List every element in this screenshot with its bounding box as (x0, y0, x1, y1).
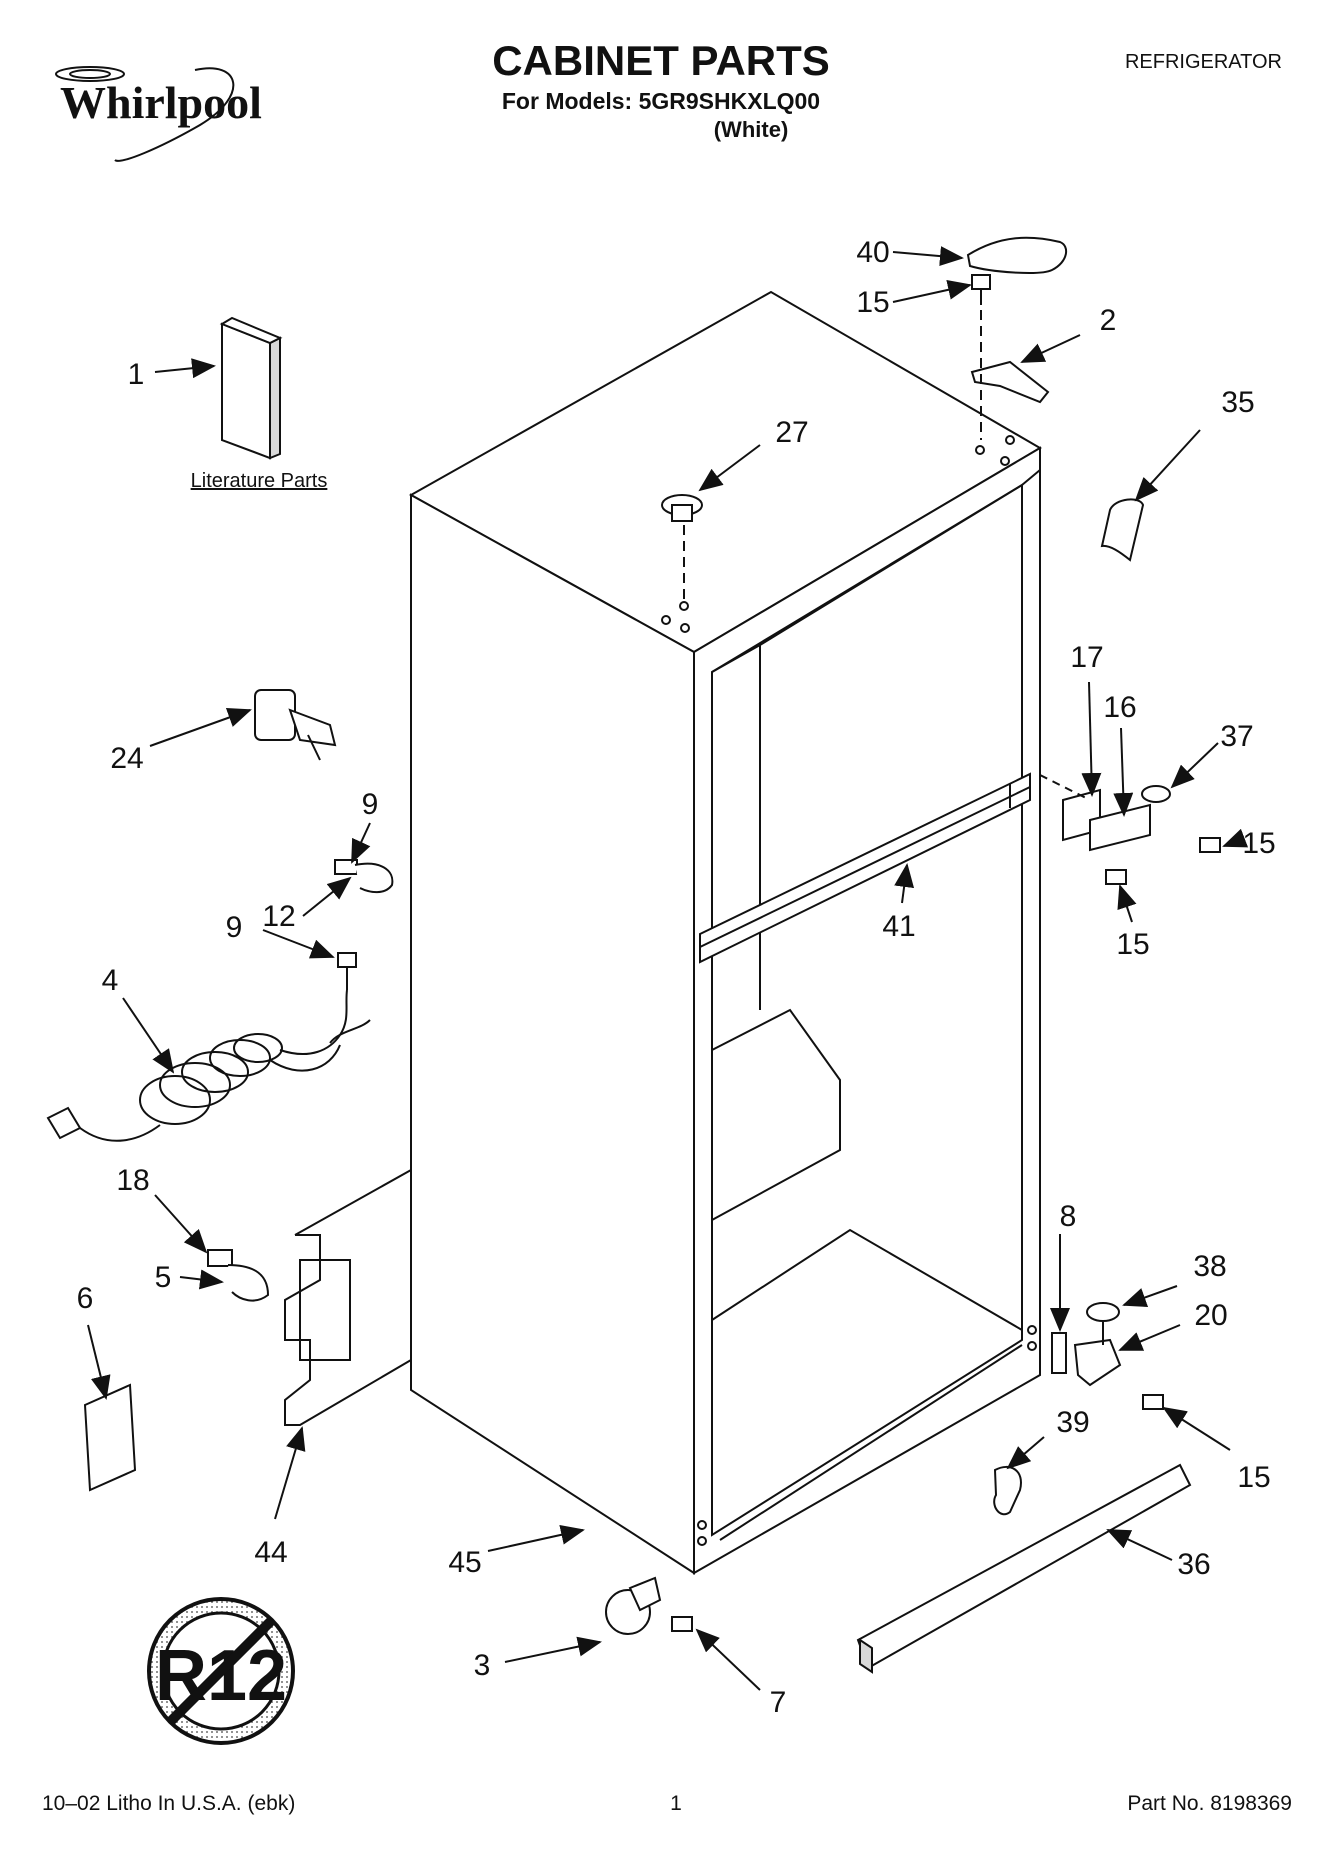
top-hinge-icon (970, 360, 1050, 404)
washer-icon (1086, 1302, 1120, 1322)
cabinet-shell (408, 290, 1042, 1575)
bolt-bracket-icon (254, 689, 337, 761)
callout-35: 35 (1221, 386, 1254, 419)
hinge-screw-icon (1142, 1394, 1164, 1410)
literature-label: Literature Parts (191, 470, 328, 492)
callout-27: 27 (775, 416, 808, 449)
callout-3: 3 (474, 1649, 491, 1682)
screw-icon (971, 274, 991, 305)
callout-45: 45 (448, 1546, 481, 1579)
callout-15: 15 (856, 286, 889, 319)
callout-36: 36 (1177, 1548, 1210, 1581)
cord-clamp-icon (207, 1249, 270, 1302)
callout-9-lower: 9 (226, 911, 243, 944)
callout-7: 7 (770, 1686, 787, 1719)
color-line: (White) (714, 117, 789, 142)
leader-lines (87, 246, 1249, 1691)
page-title: CABINET PARTS (492, 37, 830, 84)
power-cord-icon (46, 1033, 341, 1142)
cabinet-clip-icon (1100, 498, 1145, 562)
hinge-shim-icon (1051, 1332, 1067, 1374)
callout-1: 1 (128, 358, 145, 391)
toe-grille-icon (856, 1463, 1192, 1674)
callout-15-hinge: 15 (1242, 827, 1275, 860)
callout-24: 24 (110, 742, 143, 775)
callout-5: 5 (155, 1261, 172, 1294)
models-line: For Models: 5GR9SHKXLQ00 (502, 88, 820, 114)
callout-38: 38 (1193, 1250, 1226, 1283)
callout-44: 44 (254, 1536, 287, 1569)
callout-37: 37 (1220, 720, 1253, 753)
ground-screw-icon (279, 952, 371, 1055)
callout-18: 18 (116, 1164, 149, 1197)
callout-20: 20 (1194, 1299, 1227, 1332)
roller-icon (605, 1576, 662, 1635)
callout-9-upper: 9 (362, 788, 379, 821)
bottom-hinge-icon (1073, 1322, 1122, 1387)
center-hinge-icon (1062, 785, 1221, 885)
callout-numbers: 40 15 2 35 1 27 24 17 16 37 15 9 12 41 1… (77, 236, 1276, 1719)
hole-plug-icon (661, 494, 703, 522)
page-number: 1 (670, 1792, 682, 1815)
whirlpool-logo: Whirlpool (55, 66, 262, 162)
literature-booklet (219, 316, 283, 460)
litho-line: 10–02 Litho In U.S.A. (ebk) (42, 1792, 295, 1815)
rear-cover-icon (284, 1169, 412, 1426)
callout-39: 39 (1056, 1406, 1089, 1439)
hinge-cover-icon (966, 236, 1068, 274)
part-number: Part No. 8198369 (1127, 1792, 1292, 1815)
brand-name: Whirlpool (60, 77, 262, 128)
access-cover-icon (83, 1383, 137, 1492)
callout-4: 4 (102, 964, 119, 997)
callout-12: 12 (262, 900, 295, 933)
category-label: REFRIGERATOR (1125, 51, 1282, 73)
callout-8: 8 (1060, 1200, 1077, 1233)
callout-40: 40 (856, 236, 889, 269)
callout-6: 6 (77, 1282, 94, 1315)
callout-17: 17 (1070, 641, 1103, 674)
roller-screw-icon (671, 1616, 693, 1632)
callout-16: 16 (1103, 691, 1136, 724)
door-clip-icon (993, 1465, 1022, 1516)
callout-15-mid: 15 (1116, 928, 1149, 961)
callout-2: 2 (1100, 304, 1117, 337)
clamp-icon (334, 859, 394, 894)
callout-41: 41 (882, 910, 915, 943)
callout-15-lower: 15 (1237, 1461, 1270, 1494)
divider-rail (699, 772, 1031, 964)
r12-badge: R12 (147, 1597, 295, 1745)
